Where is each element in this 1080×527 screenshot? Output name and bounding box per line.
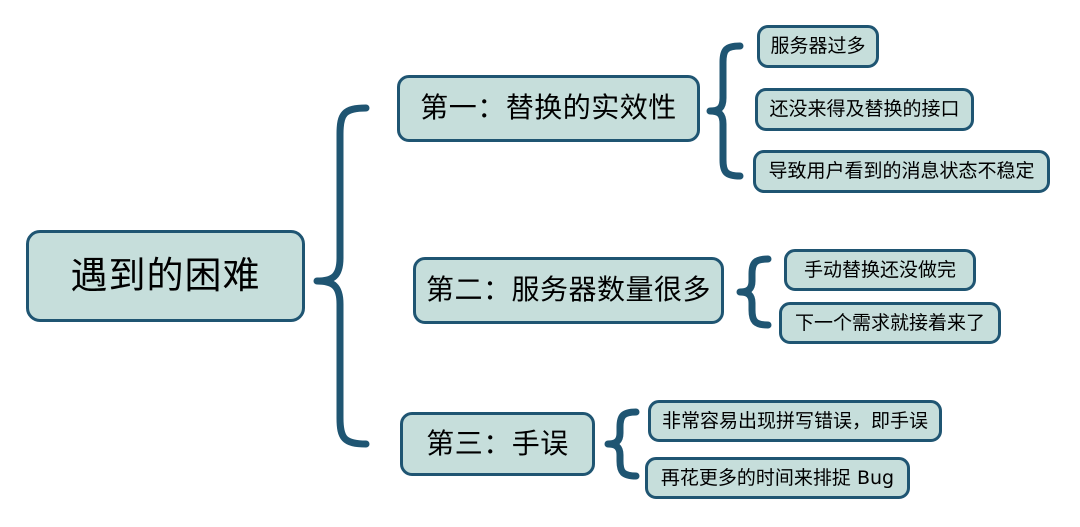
root-node-label: 遇到的困难 (70, 253, 261, 297)
brace-branch-1 (706, 42, 744, 180)
leaf-node-1-1-label: 服务器过多 (770, 35, 866, 58)
leaf-node-2-1[interactable]: 手动替换还没做完 (784, 249, 976, 291)
leaf-node-2-2[interactable]: 下一个需求就接着来了 (779, 302, 1001, 344)
brace-root (313, 104, 370, 448)
branch-node-3-label: 第三：手误 (426, 426, 569, 460)
root-node[interactable]: 遇到的困难 (26, 230, 305, 322)
leaf-node-2-1-label: 手动替换还没做完 (803, 258, 956, 281)
branch-node-1-label: 第一：替换的实效性 (420, 91, 677, 125)
branch-node-2-label: 第二：服务器数量很多 (425, 273, 711, 307)
leaf-node-1-3[interactable]: 导致用户看到的消息状态不稳定 (753, 150, 1050, 193)
leaf-node-3-2[interactable]: 再花更多的时间来排捉 Bug (645, 457, 910, 499)
leaf-node-3-2-label: 再花更多的时间来排捉 Bug (660, 466, 895, 489)
brace-branch-2 (736, 255, 772, 329)
brace-branch-3 (604, 408, 640, 480)
branch-node-3[interactable]: 第三：手误 (400, 412, 595, 476)
branch-node-2[interactable]: 第二：服务器数量很多 (413, 257, 724, 324)
leaf-node-1-1[interactable]: 服务器过多 (757, 25, 879, 68)
leaf-node-1-2-label: 还没来得及替换的接口 (769, 98, 960, 121)
leaf-node-1-3-label: 导致用户看到的消息状态不稳定 (768, 160, 1035, 183)
leaf-node-3-1-label: 非常容易出现拼写错误，即手误 (661, 409, 928, 432)
branch-node-1[interactable]: 第一：替换的实效性 (397, 75, 700, 142)
leaf-node-1-2[interactable]: 还没来得及替换的接口 (755, 88, 974, 131)
leaf-node-2-2-label: 下一个需求就接着来了 (794, 311, 985, 334)
leaf-node-3-1[interactable]: 非常容易出现拼写错误，即手误 (648, 400, 942, 442)
